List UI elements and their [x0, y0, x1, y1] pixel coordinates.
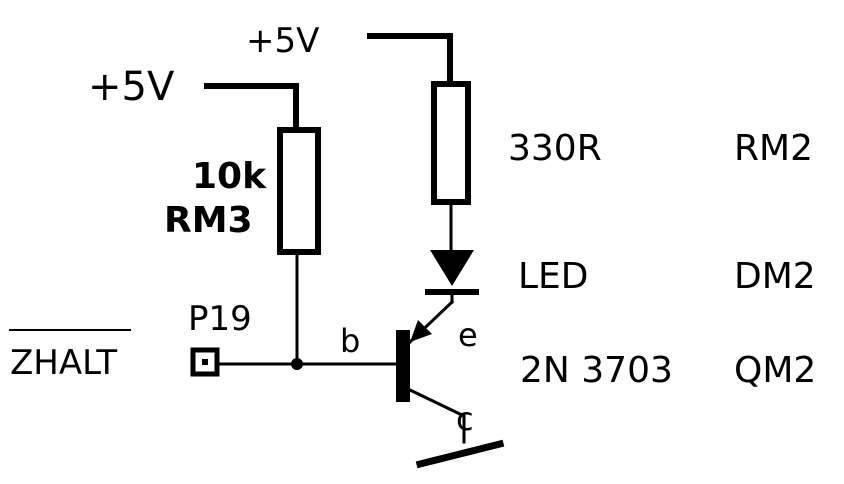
resistor-rm2 [431, 81, 471, 205]
base-label: b [340, 322, 360, 360]
signal-label: ZHALT [10, 343, 117, 383]
resistor-rm3 [277, 127, 321, 255]
led-dm2-triangle [430, 250, 474, 286]
collector-label: c [456, 400, 474, 438]
pin-p19-center [202, 359, 208, 365]
r-right-ref-label: RM2 [734, 128, 813, 169]
pin-label: P19 [188, 299, 252, 339]
collector-rail [415, 439, 505, 469]
r-left-ref-label: RM3 [164, 200, 253, 241]
transistor-base-bar [396, 330, 410, 402]
r-left-value-label: 10k [192, 156, 267, 197]
supply-right-label: +5V [246, 21, 319, 61]
emitter-label: e [458, 316, 478, 354]
r-right-value-label: 330R [508, 128, 602, 169]
supply-left-label: +5V [88, 64, 175, 110]
supply-rail-left [204, 83, 299, 133]
emitter-arrow [410, 320, 432, 342]
collector-lead [407, 387, 466, 444]
supply-rail-right [367, 33, 453, 87]
led-value-label: LED [518, 256, 589, 297]
transistor-value-label: 2N 3703 [520, 350, 673, 391]
led-ref-label: DM2 [734, 256, 816, 297]
transistor-ref-label: QM2 [734, 350, 816, 391]
